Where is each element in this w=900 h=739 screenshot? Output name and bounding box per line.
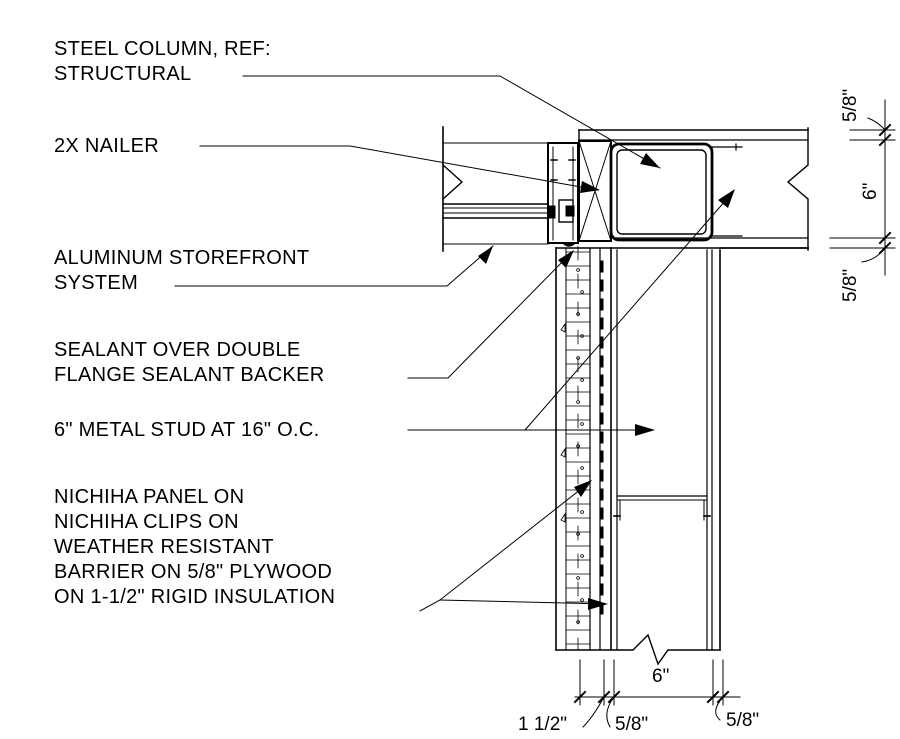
callout-line: BARRIER ON 5/8" PLYWOOD	[54, 561, 333, 583]
panel-dot	[576, 400, 580, 404]
panel-aggregate	[560, 512, 566, 523]
header-stud	[711, 143, 743, 237]
panel-dot	[580, 422, 584, 426]
panel-dot	[580, 554, 584, 558]
panel-dot	[580, 290, 584, 294]
steel-column-callout: STEEL COLUMN, REF: STRUCTURAL	[54, 37, 271, 87]
dimension-right-bottom: 5/8"	[840, 268, 861, 302]
panel-dot	[576, 532, 580, 536]
leader-arrows	[478, 153, 735, 610]
callout-line: 2X NAILER	[54, 135, 159, 157]
panel-dot	[576, 356, 580, 360]
dimension-right-mid: 6"	[860, 182, 881, 200]
storefront-system	[442, 126, 579, 252]
steel-column	[609, 142, 714, 242]
dimension-bottom-plywood: 5/8"	[615, 714, 649, 735]
dimension-bottom-insulation: 1 1/2"	[518, 714, 568, 735]
panel-callout: NICHIHA PANEL ON NICHIHA CLIPS ON WEATHE…	[54, 485, 335, 610]
panel-dot	[580, 466, 584, 470]
dimension-lines-bottom	[573, 659, 741, 728]
panel-dot	[576, 576, 580, 580]
panel-dot	[580, 334, 584, 338]
callout-line: 6" METAL STUD AT 16" O.C.	[54, 419, 320, 441]
callout-line: ALUMINUM STOREFRONT	[54, 247, 310, 269]
dimension-bottom-width: 6"	[652, 666, 670, 687]
dimension-bottom-gyp: 5/8"	[726, 710, 760, 731]
nailer-callout: 2X NAILER	[54, 134, 159, 159]
dimension-right-top: 5/8"	[840, 88, 861, 122]
sealant-callout: SEALANT OVER DOUBLE FLANGE SEALANT BACKE…	[54, 338, 324, 388]
callout-line: ON 1-1/2" RIGID INSULATION	[54, 586, 336, 608]
exterior-wall-assembly	[555, 245, 809, 666]
callout-line: FLANGE SEALANT BACKER	[54, 364, 325, 386]
panel-dot	[580, 598, 584, 602]
dimension-lines-right	[829, 99, 896, 276]
panel-dot	[576, 444, 580, 448]
callout-line: STEEL COLUMN, REF:	[54, 38, 271, 60]
storefront-callout: ALUMINUM STOREFRONT SYSTEM	[54, 246, 309, 296]
callout-line: SEALANT OVER DOUBLE	[54, 339, 301, 361]
panel-dot	[576, 620, 580, 624]
panel-texture	[560, 268, 584, 624]
leader-lines	[174, 75, 734, 612]
panel-dot	[576, 312, 580, 316]
callout-line: STRUCTURAL	[54, 63, 192, 85]
callout-line: SYSTEM	[54, 272, 139, 294]
callout-line: NICHIHA CLIPS ON	[54, 511, 239, 533]
callout-line: NICHIHA PANEL ON	[54, 486, 245, 508]
panel-dot	[576, 268, 580, 272]
panel-dot	[580, 378, 584, 382]
panel-aggregate	[560, 447, 566, 458]
callout-line: WEATHER RESISTANT	[54, 536, 274, 558]
panel-dot	[580, 510, 584, 514]
panel-aggregate	[560, 322, 566, 333]
stud-callout: 6" METAL STUD AT 16" O.C.	[54, 418, 319, 443]
